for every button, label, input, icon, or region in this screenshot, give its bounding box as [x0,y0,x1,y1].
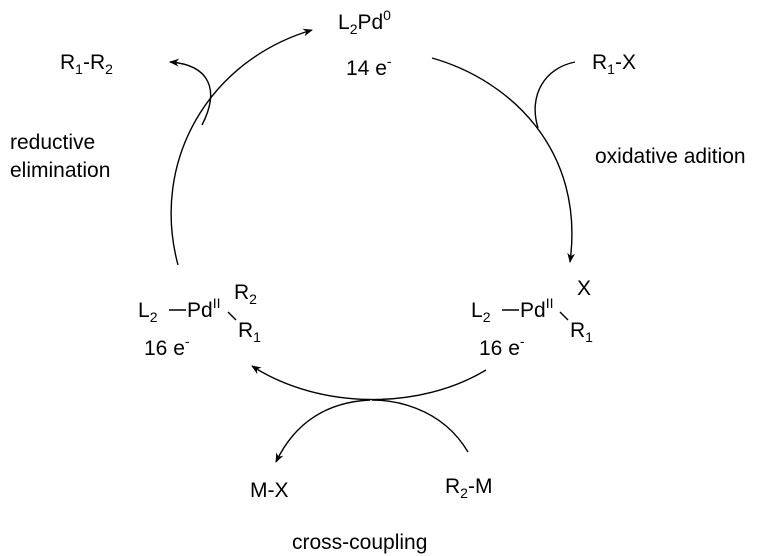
left-Pd: Pd [187,299,213,322]
left-complex-L: L2 [138,299,157,324]
left-L: L [138,299,150,322]
left-R1-sub: 1 [253,329,261,345]
product-r1-r2: R1-R2 [60,51,113,76]
arc-reductive-elimination [170,28,313,266]
product-r2: R [89,51,106,74]
arc-oxidative-addition [431,57,576,263]
left-R2: R [234,281,250,304]
catalyst-pd0-formula: L2Pd0 [338,8,391,36]
label-elimination: elimination [10,159,111,182]
right-electron-count: 16 e [479,337,520,360]
right-oxidation: II [545,295,554,311]
substrate-r1: R [592,51,608,74]
right-complex-X: X [577,278,591,299]
left-complex-R2: R2 [234,281,257,306]
right-R1: R [570,319,586,342]
arc-substrate-entry [534,61,576,129]
right-Pd: Pd [520,299,546,322]
right-electron-sign: - [519,333,525,349]
left-complex-R1: R1 [238,319,261,344]
electron-count: 14 e [346,57,387,80]
palladium: Pd [357,11,384,34]
arc-byproduct-exit [275,399,371,463]
right-complex-electrons: 16 e- [479,334,525,360]
left-oxidation: II [212,295,221,311]
left-R2-sub: 2 [249,291,257,307]
reagent-m: -M [467,475,493,498]
right-X: X [577,277,592,300]
ligand-L: L [338,11,350,34]
left-complex-Pd: PdII [187,296,220,322]
left-L-sub: 2 [149,309,158,325]
left-complex-electrons: 16 e- [144,334,190,360]
product-r1-sub: 1 [75,61,83,77]
label-reductive: reductive [10,131,96,154]
electron-sign: - [386,53,392,69]
catalyst-pd0-electrons: 14 e- [346,54,392,80]
substrate-r1-x: R1-X [592,51,636,76]
ligand-subscript: 2 [349,21,358,37]
reagent-r2-m: R2-M [445,475,493,500]
product-r1: R [60,51,76,74]
product-r2-sub: 2 [105,61,113,77]
left-electron-sign: - [184,333,190,349]
right-L: L [471,299,483,322]
right-L-sub: 2 [482,309,491,325]
left-R1: R [238,319,254,342]
arc-reagent-entry [371,399,469,453]
product-dash: - [82,51,90,74]
right-complex-L: L2 [471,299,490,324]
right-R1-sub: 1 [585,329,593,345]
bond-right-Pd-R1 [559,311,569,321]
label-oxidative-addition: oxidative adition [595,145,746,168]
byproduct-m-x: M-X [250,479,289,502]
right-complex-R1: R1 [570,319,593,344]
bond-left-Pd-R1 [227,311,237,321]
substrate-x: -X [614,51,636,74]
reagent-r-sub: 2 [460,485,468,501]
substrate-r1-sub: 1 [607,61,615,77]
right-complex-Pd: PdII [520,296,553,322]
oxidation-state: 0 [383,7,391,23]
arc-product-exit [169,58,212,126]
reagent-r: R [445,475,461,498]
label-cross-coupling: cross-coupling [292,531,428,554]
arc-cross-coupling [251,365,487,401]
left-electron-count: 16 e [144,337,185,360]
